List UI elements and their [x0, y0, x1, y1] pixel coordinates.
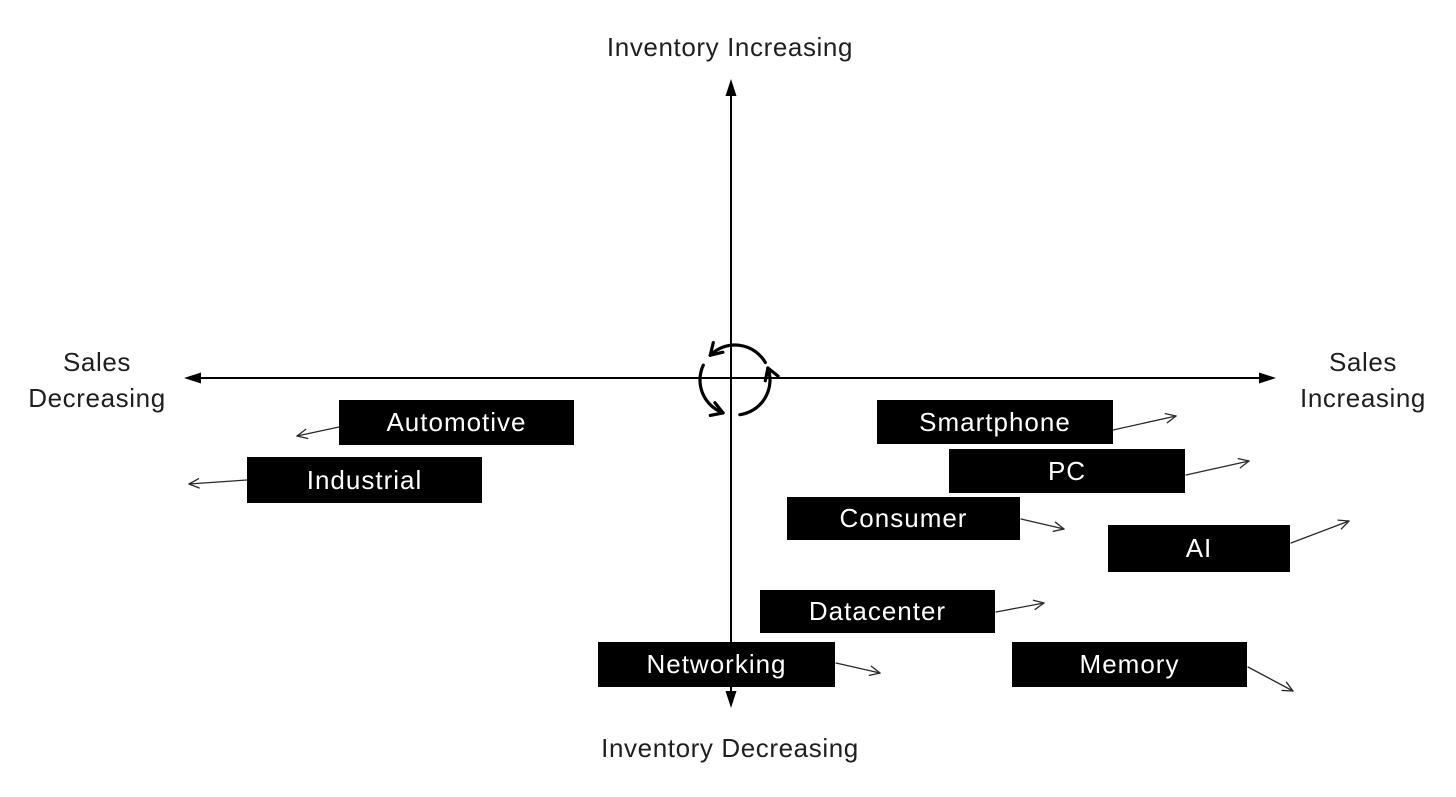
- cycle-counterclockwise-icon: [698, 341, 780, 418]
- trend-arrow-smartphone: [1112, 412, 1177, 431]
- segment-label: Smartphone: [919, 406, 1071, 437]
- trend-arrow-networking: [835, 662, 881, 677]
- segment-label: Networking: [646, 649, 787, 679]
- axis-label-inventory-increasing: Inventory Increasing: [606, 32, 854, 62]
- trend-arrow-pc: [1185, 457, 1250, 476]
- trend-arrow-consumer: [1020, 518, 1065, 532]
- segment-box-automotive: Automotive: [339, 400, 574, 445]
- trend-arrow-datacenter: [995, 599, 1045, 613]
- axis-label-inventory-decreasing: Inventory Decreasing: [601, 733, 859, 763]
- segment-box-ai: AI: [1108, 525, 1290, 572]
- trend-arrow-industrial: [188, 477, 248, 489]
- axis-label-sales-decreasing: Sales Decreasing: [28, 347, 166, 413]
- segment-box-datacenter: Datacenter: [760, 590, 995, 633]
- segment-box-networking: Networking: [598, 642, 835, 687]
- trend-arrow-ai: [1290, 519, 1350, 544]
- segment-label: Industrial: [306, 464, 423, 495]
- segment-label: Datacenter: [808, 596, 947, 626]
- vertical-axis: [725, 79, 737, 708]
- trend-arrow-automotive: [296, 426, 340, 440]
- segment-label: Memory: [1079, 649, 1180, 679]
- segment-label: PC: [1047, 455, 1087, 486]
- segment-box-memory: Memory: [1012, 642, 1247, 687]
- axis-label-sales-increasing: Sales Increasing: [1300, 347, 1426, 413]
- segment-label: Consumer: [839, 503, 968, 533]
- segment-label: Automotive: [386, 407, 527, 437]
- trend-arrow-memory: [1247, 666, 1294, 692]
- segment-label: AI: [1185, 533, 1213, 563]
- segment-box-smartphone: Smartphone: [877, 400, 1113, 444]
- segment-box-consumer: Consumer: [787, 497, 1020, 540]
- segment-box-pc: PC: [949, 449, 1185, 493]
- segment-box-industrial: Industrial: [247, 457, 482, 503]
